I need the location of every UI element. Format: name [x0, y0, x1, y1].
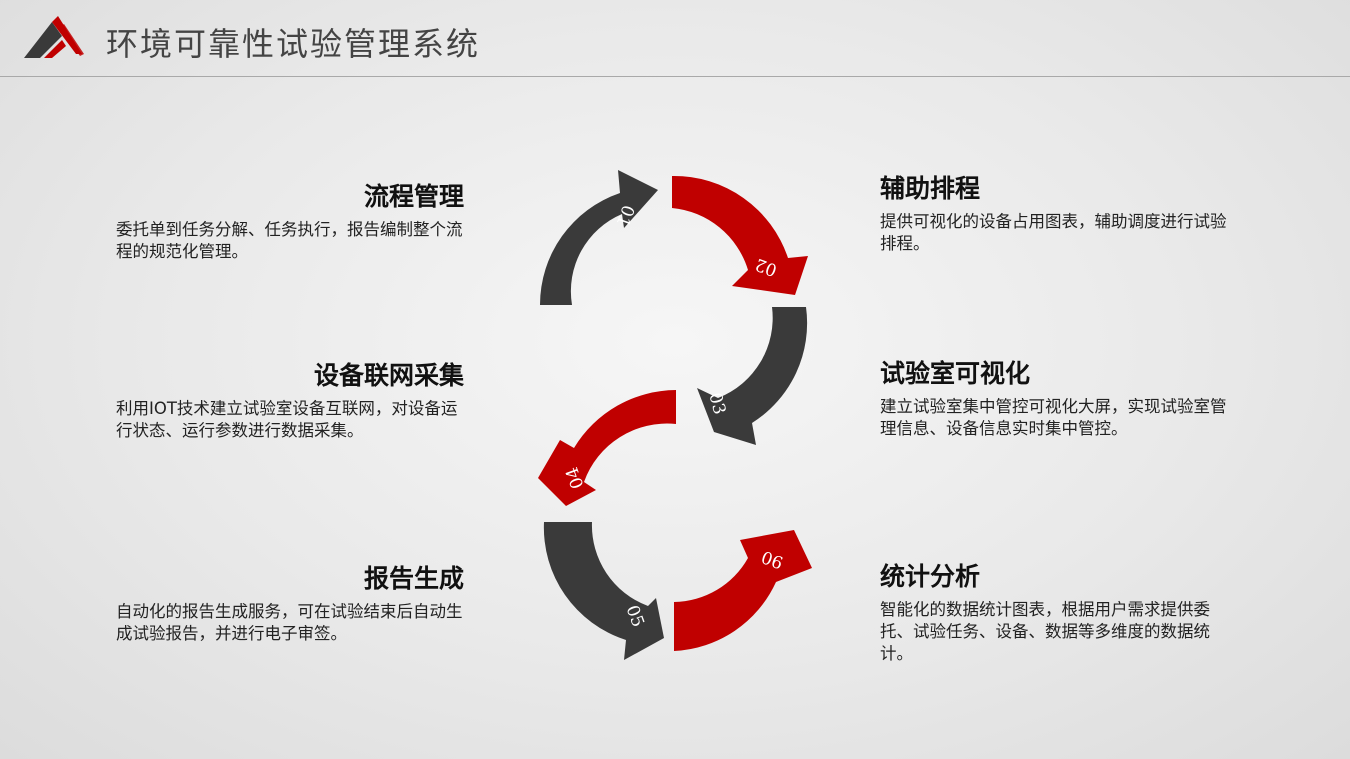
feature-title: 试验室可视化 [880, 359, 1031, 388]
feature-device-networking: 设备联网采集 利用IOT技术建立试验室设备互联网，对设备运行状态、运行参数进行数… [116, 360, 464, 442]
feature-title: 设备联网采集 [313, 361, 464, 390]
feature-description: 建立试验室集中管控可视化大屏，实现试验室管理信息、设备信息实时集中管控。 [880, 397, 1227, 438]
feature-process-management: 流程管理 委托单到任务分解、任务执行，报告编制整个流程的规范化管理。 [116, 181, 464, 263]
feature-title: 报告生成 [363, 564, 464, 593]
header-divider [0, 76, 1350, 77]
feature-description: 委托单到任务分解、任务执行，报告编制整个流程的规范化管理。 [116, 220, 463, 261]
feature-description: 利用IOT技术建立试验室设备互联网，对设备运行状态、运行参数进行数据采集。 [116, 399, 458, 440]
step-04-arrow: 04 [538, 390, 676, 506]
step-05-arrow: 05 [543, 522, 664, 660]
feature-description: 提供可视化的设备占用图表，辅助调度进行试验排程。 [880, 212, 1227, 253]
step-02-arrow: 02 [672, 175, 808, 295]
feature-report-generation: 报告生成 自动化的报告生成服务，可在试验结束后自动生成试验报告，并进行电子审签。 [116, 563, 464, 645]
feature-title: 统计分析 [880, 562, 981, 591]
step-06-arrow: 06 [674, 530, 812, 651]
feature-lab-visualization: 试验室可视化 建立试验室集中管控可视化大屏，实现试验室管理信息、设备信息实时集中… [880, 358, 1230, 440]
page-title: 环境可靠性试验管理系统 [106, 25, 481, 63]
step-01-arrow: 01 [539, 170, 658, 305]
feature-description: 自动化的报告生成服务，可在试验结束后自动生成试验报告，并进行电子审签。 [116, 602, 463, 643]
feature-title: 流程管理 [363, 182, 464, 211]
feature-statistics: 统计分析 智能化的数据统计图表，根据用户需求提供委托、试验任务、设备、数据等多维… [880, 561, 1230, 665]
logo-icon [24, 16, 84, 58]
header: 环境可靠性试验管理系统 [0, 0, 1350, 78]
feature-title: 辅助排程 [880, 174, 981, 203]
feature-scheduling: 辅助排程 提供可视化的设备占用图表，辅助调度进行试验排程。 [880, 173, 1230, 255]
feature-description: 智能化的数据统计图表，根据用户需求提供委托、试验任务、设备、数据等多维度的数据统… [880, 600, 1210, 663]
step-03-arrow: 03 [697, 307, 808, 445]
